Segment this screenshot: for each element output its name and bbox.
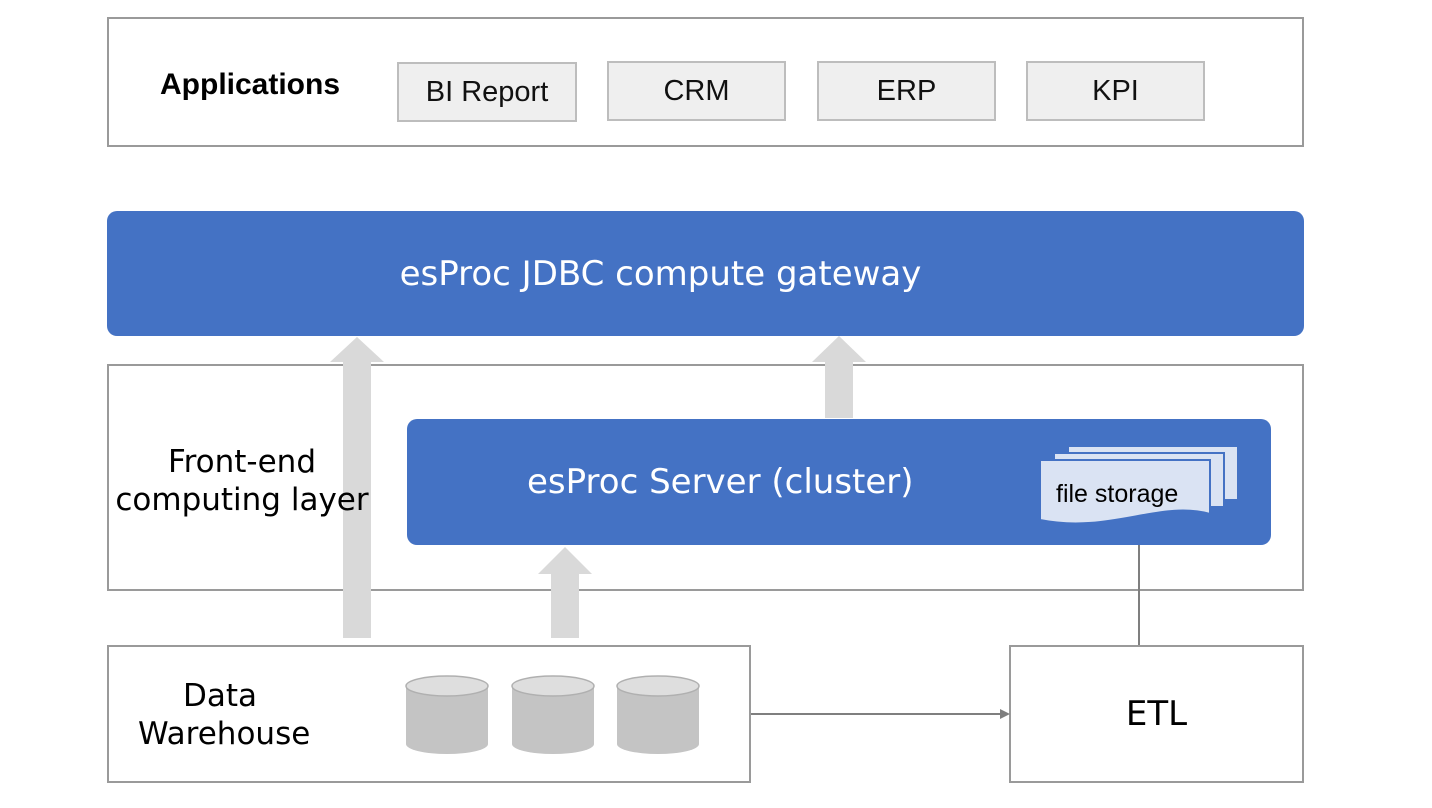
- data-warehouse-label: Data Warehouse: [134, 677, 314, 753]
- app-bi-report: BI Report: [397, 62, 577, 122]
- esproc-server-label: esProc Server (cluster): [527, 462, 914, 502]
- database-cylinder-icon: [405, 675, 489, 754]
- jdbc-gateway-box: esProc JDBC compute gateway: [107, 211, 1304, 336]
- frontend-label-line1: Front-end: [168, 444, 316, 480]
- jdbc-gateway-label: esProc JDBC compute gateway: [399, 253, 922, 294]
- app-erp: ERP: [817, 61, 996, 121]
- etl-box: ETL: [1009, 645, 1304, 783]
- app-crm: CRM: [607, 61, 786, 121]
- warehouse-to-gateway-arrow: [330, 337, 384, 638]
- applications-label: Applications: [160, 68, 341, 101]
- server-to-gateway-arrow: [812, 336, 866, 418]
- file-storage-label: file storage: [1056, 480, 1179, 508]
- frontend-layer-label: Front-end computing layer: [112, 443, 372, 519]
- warehouse-label-line1: Data: [183, 678, 258, 714]
- warehouse-to-server-arrow: [538, 547, 592, 638]
- database-cylinder-icon: [616, 675, 700, 754]
- etl-label: ETL: [1125, 694, 1188, 734]
- app-kpi: KPI: [1026, 61, 1205, 121]
- frontend-label-line2: computing layer: [115, 482, 369, 518]
- warehouse-label-line2: Warehouse: [138, 716, 311, 752]
- database-cylinder-icon: [511, 675, 595, 754]
